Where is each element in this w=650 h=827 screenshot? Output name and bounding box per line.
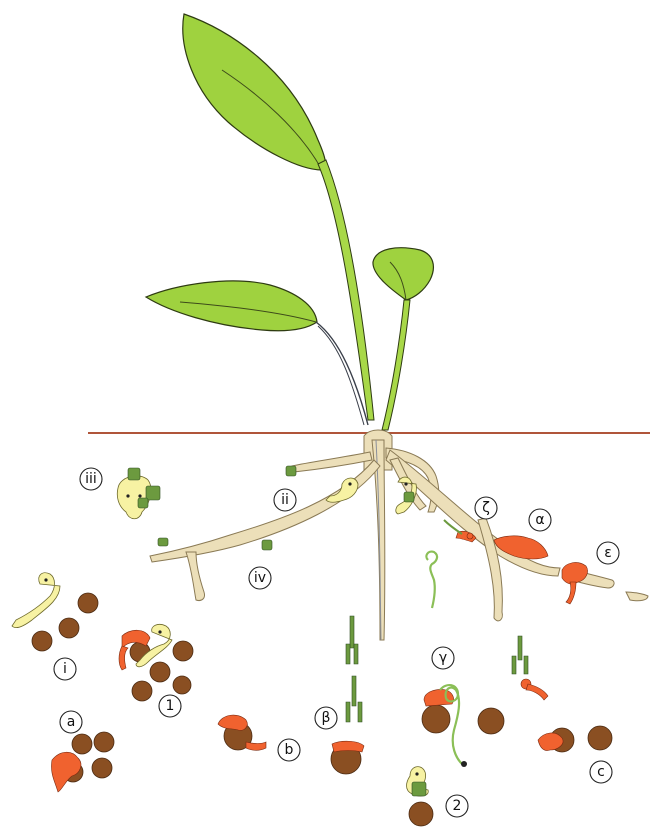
label-gamma: γ [432,647,454,669]
label-i: i [54,658,76,680]
label-iii: iii [80,468,102,490]
svg-text:ε: ε [604,545,612,561]
label-ii: ii [274,489,296,511]
svg-text:2: 2 [453,798,462,814]
svg-text:ii: ii [281,492,289,508]
large-leaf-petiole [318,160,374,420]
plant-shoot [146,14,433,430]
root-upper-left [292,452,372,472]
root-system [150,430,648,640]
svg-text:c: c [597,764,605,780]
svg-text:a: a [67,714,76,730]
svg-text:β: β [322,710,331,726]
left-leaf [146,281,317,331]
svg-text:α: α [535,512,544,528]
right-leaf-petiole [382,300,410,430]
svg-text:iii: iii [85,471,97,487]
svg-text:i: i [63,661,67,677]
svg-text:1: 1 [166,698,175,714]
label-iv: iv [249,567,271,589]
label-1: 1 [159,695,181,717]
label-zeta: ζ [475,497,497,519]
orange-organisms [51,531,587,792]
label-alpha: α [529,509,551,531]
label-c: c [590,761,612,783]
svg-text:ζ: ζ [482,500,490,516]
svg-text:γ: γ [439,650,447,666]
label-a: a [60,711,82,733]
right-leaf [373,248,433,300]
label-beta: β [315,707,337,729]
label-b: b [278,739,300,761]
large-leaf [183,14,326,170]
svg-text:b: b [285,742,294,758]
label-epsilon: ε [597,542,619,564]
svg-text:iv: iv [254,570,266,586]
label-2: 2 [446,795,468,817]
